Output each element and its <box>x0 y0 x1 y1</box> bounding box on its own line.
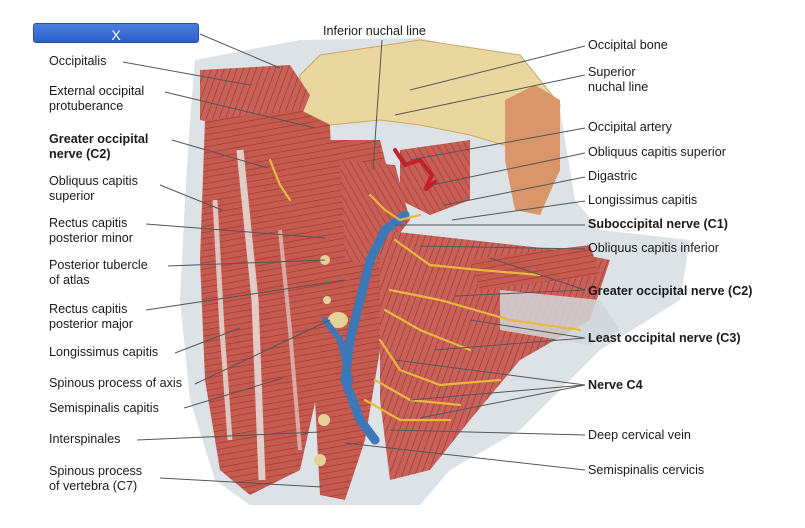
label-greater-occipital-nerve: Greater occipital nerve (C2) <box>588 284 753 298</box>
label-semispinalis-capitis: Semispinalis capitis <box>49 401 159 415</box>
label-occipital-bone: Occipital bone <box>588 38 668 52</box>
label-deep-cervical-vein: Deep cervical vein <box>588 428 691 442</box>
label-occipital-artery: Occipital artery <box>588 120 672 134</box>
label-digastric: Digastric <box>588 169 637 183</box>
label-occipitalis: Occipitalis <box>49 54 107 68</box>
label-inferior-nuchal-line: Inferior nuchal line <box>323 24 426 38</box>
label-of-atlas: of atlas <box>49 273 90 287</box>
label-longissimus-capitis-left: Longissimus capitis <box>49 345 159 359</box>
label-least-occipital-nerve: Least occipital nerve (C3) <box>588 331 741 345</box>
label-protuberance: protuberance <box>49 99 124 113</box>
deep-cervical-vein <box>340 210 410 445</box>
label-obliquus-capitis-superior: Obliquus capitis superior <box>588 145 726 159</box>
label-obliquus-capitis: Obliquus capitis <box>49 174 138 188</box>
label-posterior-tubercle: Posterior tubercle <box>49 258 148 272</box>
occipital-artery <box>393 148 437 192</box>
label-interspinales: Interspinales <box>49 432 121 446</box>
close-button[interactable]: X <box>33 23 199 43</box>
label-semispinalis-cervicis: Semispinalis cervicis <box>588 463 705 477</box>
label-longissimus-capitis-right: Longissimus capitis <box>588 193 698 207</box>
label-suboccipital-nerve: Suboccipital nerve (C1) <box>588 217 728 231</box>
label-external-occipital: External occipital <box>49 84 145 98</box>
label-posterior-major: posterior major <box>49 317 133 331</box>
label-obliquus-capitis-inferior: Obliquus capitis inferior <box>588 241 719 255</box>
label-nerve-c4: Nerve C4 <box>588 378 643 392</box>
right-muscle-mass <box>380 230 610 480</box>
label-rectus-capitis-1: Rectus capitis <box>49 216 128 230</box>
label-spinous-process: Spinous process <box>49 464 143 478</box>
label-superior-r: Superior <box>588 65 636 79</box>
label-nerve-c2: nerve (C2) <box>49 147 111 161</box>
leader-lines <box>122 33 586 488</box>
label-greater-occipital: Greater occipital <box>49 132 149 146</box>
label-superior: superior <box>49 189 95 203</box>
label-nuchal-line: nuchal line <box>588 80 649 94</box>
label-posterior-minor: posterior minor <box>49 231 133 245</box>
left-muscle-mass <box>200 110 335 495</box>
label-vertebra-c7: of vertebra (C7) <box>49 479 138 493</box>
ear-tissue <box>505 85 560 215</box>
label-spinous-process-axis: Spinous process of axis <box>49 376 183 390</box>
label-rectus-capitis-2: Rectus capitis <box>49 302 128 316</box>
